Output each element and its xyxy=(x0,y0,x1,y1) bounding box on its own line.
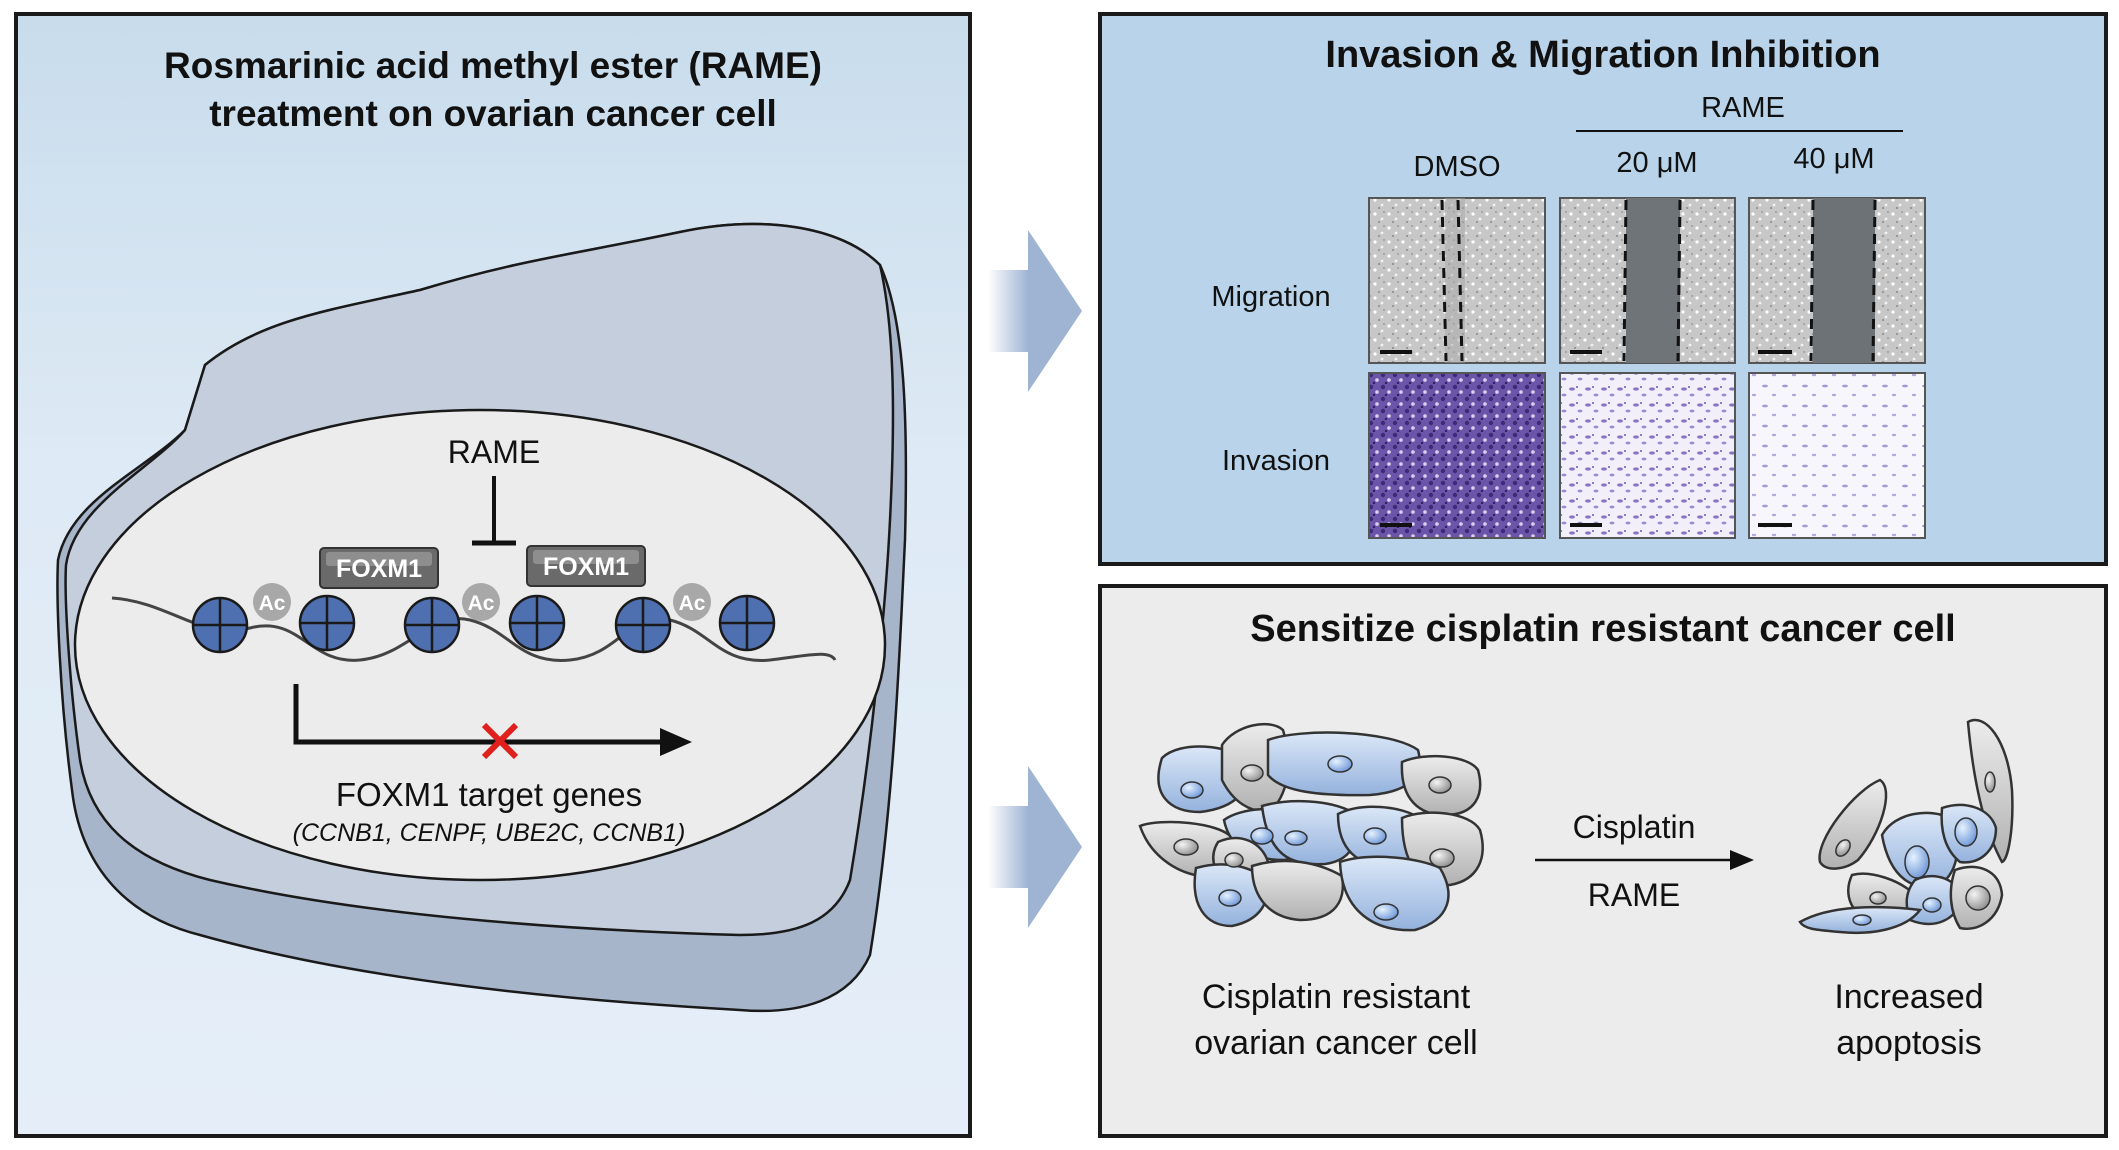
invasion-dmso-image xyxy=(1368,372,1546,539)
invasion-20um-image xyxy=(1559,372,1736,539)
row-invasion-label: Invasion xyxy=(1222,445,1330,477)
dna-strand xyxy=(111,596,837,662)
ac-text: Ac xyxy=(679,592,706,615)
cisplatin-arrow-label: Cisplatin xyxy=(1573,809,1696,845)
blocked-x-icon xyxy=(481,722,519,760)
nucleosome xyxy=(191,596,249,654)
nucleosome xyxy=(614,596,672,654)
migration-dmso-image xyxy=(1368,197,1546,364)
ac-mark: Ac xyxy=(673,583,711,621)
nucleosomes xyxy=(191,594,776,654)
foxm1-left-label: FOXM1 xyxy=(336,555,422,583)
migration-20um-image xyxy=(1559,197,1736,364)
rame-arrow-label: RAME xyxy=(1588,877,1680,913)
apoptotic-nuclei xyxy=(1835,771,1996,926)
foxm1-box-left: FOXM1 xyxy=(319,547,439,589)
foxm1-right-label: FOXM1 xyxy=(543,553,629,581)
arrow-to-invasion xyxy=(988,230,1082,392)
col-20um-label: 20 μM xyxy=(1616,147,1697,179)
nucleosome xyxy=(403,596,461,654)
nucleosome xyxy=(508,594,566,652)
foxm1-box-right: FOXM1 xyxy=(526,545,646,587)
transcription-arrow xyxy=(293,684,662,745)
acetyl-marks: Ac Ac Ac xyxy=(253,583,711,621)
rame-group-label: RAME xyxy=(1701,92,1785,124)
nucleus xyxy=(73,408,887,882)
col-40um-label: 40 μM xyxy=(1793,143,1874,175)
cell-diagram: RAME Ac Ac Ac FOXM1 FOXM1 xyxy=(56,222,908,1013)
resistant-caption-line1: Cisplatin resistant xyxy=(1202,978,1471,1016)
row-migration-label: Migration xyxy=(1211,281,1330,313)
transcription-arrowhead xyxy=(660,728,692,756)
col-dmso-label: DMSO xyxy=(1414,151,1501,183)
left-panel-title: Rosmarinic acid methyl ester (RAME) trea… xyxy=(18,42,968,138)
treatment-arrowhead xyxy=(1730,850,1754,870)
target-genes-list: (CCNB1, CENPF, UBE2C, CCNB1) xyxy=(293,819,686,847)
left-title-line1: Rosmarinic acid methyl ester (RAME) xyxy=(164,45,822,86)
target-genes-label: FOXM1 target genes xyxy=(336,776,642,813)
migration-40um-image xyxy=(1748,197,1926,364)
cell-nuclei xyxy=(1173,755,1455,921)
ac-mark: Ac xyxy=(253,583,291,621)
apoptotic-cell-elongated xyxy=(1818,778,1888,870)
resistant-caption-line2: ovarian cancer cell xyxy=(1194,1024,1477,1062)
nucleosome xyxy=(298,594,356,652)
cell-gray xyxy=(1250,859,1345,922)
cell-blue xyxy=(1338,855,1450,932)
apoptosis-caption-line2: apoptosis xyxy=(1836,1024,1982,1062)
arrow-to-cisplatin xyxy=(988,766,1082,928)
ac-text: Ac xyxy=(259,592,286,615)
rame-label: RAME xyxy=(448,434,540,470)
ac-mark: Ac xyxy=(462,583,500,621)
cisplatin-title: Sensitize cisplatin resistant cancer cel… xyxy=(1250,608,1956,650)
apoptosis-caption-line1: Increased xyxy=(1834,978,1983,1016)
ac-text: Ac xyxy=(468,592,495,615)
apoptotic-cell-cluster xyxy=(1798,718,2014,935)
nucleosome xyxy=(718,594,776,652)
resistant-cell-cluster xyxy=(1138,722,1484,932)
micrograph-figure: RAME DMSO 20 μM 40 μM Migration Invasion xyxy=(1211,92,1926,539)
invasion-40um-image xyxy=(1748,372,1926,539)
invasion-migration-title: Invasion & Migration Inhibition xyxy=(1325,34,1881,76)
left-title-line2: treatment on ovarian cancer cell xyxy=(209,93,777,134)
